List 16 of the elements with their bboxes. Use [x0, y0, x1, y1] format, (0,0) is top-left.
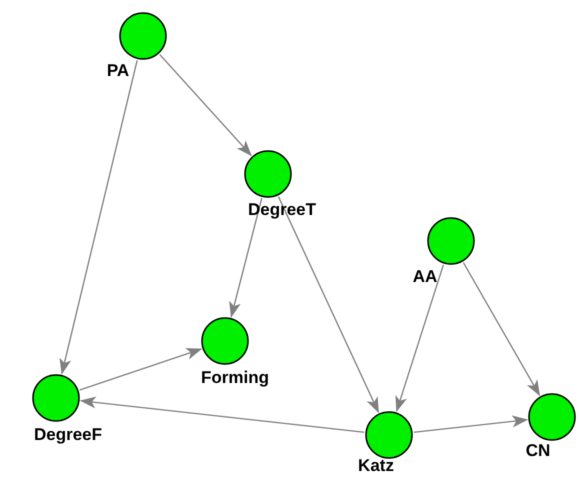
arrow	[278, 196, 380, 414]
node-label: AA	[412, 267, 438, 287]
arrow	[462, 262, 540, 396]
arrow	[79, 348, 202, 391]
arrow	[414, 415, 528, 433]
arrow	[80, 396, 364, 433]
node-label: PA	[106, 61, 130, 81]
arrow	[395, 264, 444, 412]
node-label: Katz	[358, 456, 394, 476]
node-label: DegreeF	[34, 425, 102, 445]
arrow	[159, 54, 252, 156]
node-label: DegreeT	[248, 200, 316, 220]
node-label: Forming	[201, 368, 269, 388]
node-label: CN	[526, 441, 550, 461]
arrow	[229, 198, 262, 318]
arrow	[60, 60, 138, 375]
